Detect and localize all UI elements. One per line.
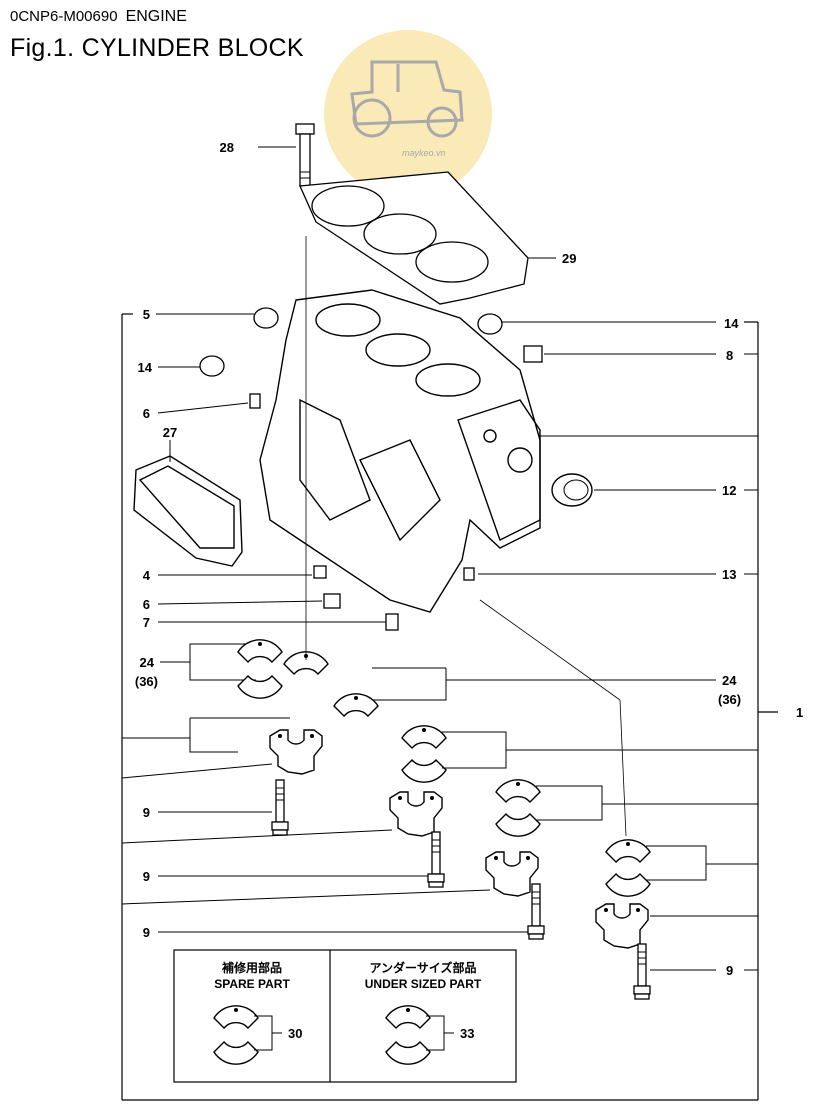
part-7-plug xyxy=(385,613,399,631)
callout-28: 28 xyxy=(220,140,234,155)
part-24-bearing-left-group xyxy=(160,639,329,699)
callout-14-left: 14 xyxy=(138,360,153,375)
bearing-shell-b-lower xyxy=(495,813,541,837)
main-bearing-cap-3 xyxy=(485,851,539,897)
callout-30: 30 xyxy=(288,1026,302,1041)
callout-6-lower: 6 xyxy=(143,597,150,612)
main-bearing-cap-1 xyxy=(269,729,323,775)
part-code: 0CNP6-M00690 xyxy=(10,8,118,25)
legend-spare-jp: 補修用部品 xyxy=(221,960,282,975)
callout-8: 8 xyxy=(726,348,733,363)
callout-27: 27 xyxy=(163,425,177,440)
section-name: ENGINE xyxy=(125,8,187,25)
bearing-shell-c-lower xyxy=(605,873,651,897)
part-29-head-gasket xyxy=(299,171,529,305)
part-27-cover xyxy=(133,455,243,567)
bearing-shell-b xyxy=(495,779,541,803)
legend-spare-en: SPARE PART xyxy=(214,977,290,991)
callout-9-a: 9 xyxy=(143,805,150,820)
part-9-bolt-4 xyxy=(633,943,651,1000)
callout-13: 13 xyxy=(722,567,736,582)
part-8-plug xyxy=(523,345,543,363)
left-leaders xyxy=(121,313,532,933)
part-12-bushing xyxy=(551,473,593,507)
callout-9-b: 9 xyxy=(143,869,150,884)
callout-36-left: (36) xyxy=(135,674,158,689)
figure-title: Fig.1. CYLINDER BLOCK xyxy=(10,34,304,62)
part-13-plug xyxy=(463,567,475,581)
part-6-pin-upper xyxy=(249,393,261,409)
legend-under-sized-icon xyxy=(385,1005,454,1065)
cylinder-block xyxy=(259,289,541,613)
part-14-plug-left xyxy=(199,355,225,377)
callout-labels: 28 29 5 14 14 8 6 27 12 4 13 6 7 24 (36)… xyxy=(135,140,803,1041)
callout-33: 33 xyxy=(460,1026,474,1041)
callout-24-right: 24 xyxy=(722,673,737,688)
watermark-logo: maykeo.vn xyxy=(324,30,492,198)
main-bearing-cap-4 xyxy=(595,903,649,949)
legend-spare-part-icon xyxy=(213,1005,282,1065)
main-bearing-cap-2 xyxy=(389,791,443,837)
callout-29: 29 xyxy=(562,251,576,266)
callout-36-right: (36) xyxy=(718,692,741,707)
callout-24-left: 24 xyxy=(140,655,155,670)
part-5-plug xyxy=(253,307,279,329)
document-code: 0CNP6-M00690 ENGINE xyxy=(10,8,187,26)
callout-12: 12 xyxy=(722,483,736,498)
bearing-shell-c xyxy=(605,839,651,863)
part-24-bearing-right-group xyxy=(189,667,716,753)
callout-14-right: 14 xyxy=(724,316,739,331)
bearing-shell-a-lower xyxy=(401,759,447,783)
part-6-pin-lower xyxy=(323,593,341,609)
callout-4: 4 xyxy=(143,568,151,583)
callout-6-upper: 6 xyxy=(143,406,150,421)
legend-under-en: UNDER SIZED PART xyxy=(365,977,482,991)
callout-9-d: 9 xyxy=(726,963,733,978)
bearing-shell-a xyxy=(401,725,447,749)
callout-1: 1 xyxy=(796,705,803,720)
part-9-bolt-2 xyxy=(427,831,445,888)
part-14-plug-right xyxy=(477,313,503,335)
watermark-text: maykeo.vn xyxy=(402,148,446,158)
legend-under-jp: アンダーサイズ部品 xyxy=(370,960,477,975)
callout-9-c: 9 xyxy=(143,925,150,940)
part-9-bolt-1 xyxy=(271,779,289,836)
right-leaders xyxy=(478,321,758,971)
callout-5: 5 xyxy=(143,307,150,322)
part-28-head-bolt xyxy=(295,123,315,187)
callout-7: 7 xyxy=(143,615,150,630)
part-4-plug xyxy=(313,565,327,579)
